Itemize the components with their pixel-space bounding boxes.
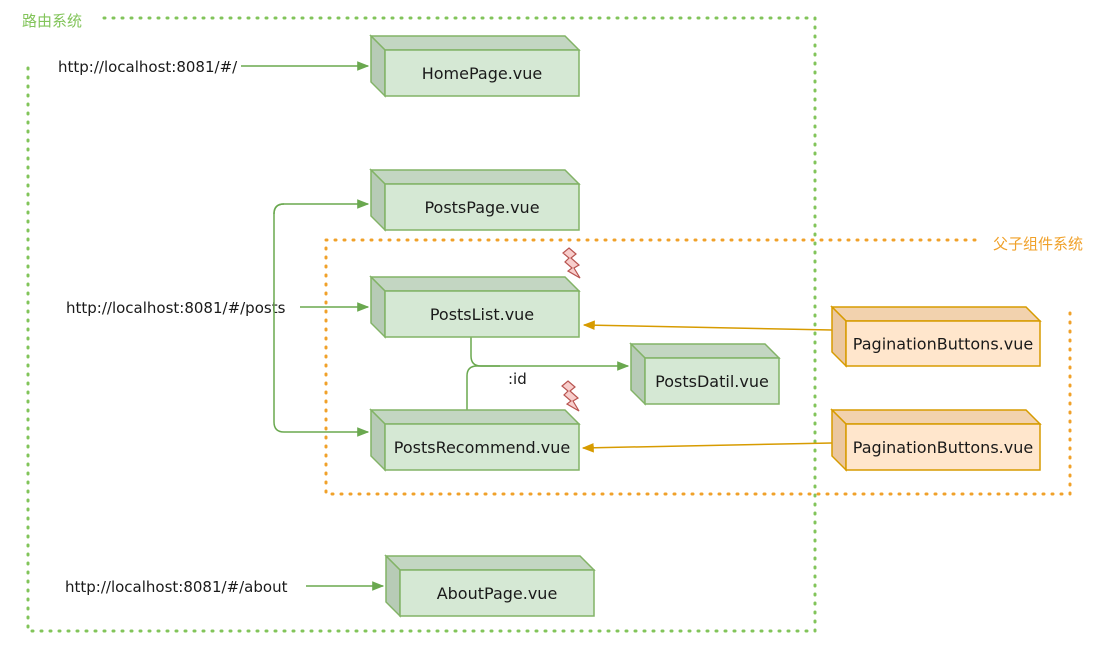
url-home-label: http://localhost:8081/#/ — [58, 58, 238, 76]
routing-region-label: 路由系统 — [22, 12, 82, 30]
box-front-face — [644, 357, 780, 405]
url-about-label: http://localhost:8081/#/about — [65, 578, 288, 596]
pagination-bottom-to-recommend-arrow — [581, 442, 833, 453]
postspage-node: PostsPage.vue — [369, 168, 581, 232]
postsrecommend-node: PostsRecommend.vue — [369, 408, 581, 472]
box-front-face — [845, 320, 1041, 367]
routing-connectors — [241, 61, 630, 591]
pagination-buttons-bottom-node: PaginationButtons.vue — [830, 408, 1042, 472]
pagination-top-to-postslist-arrow — [582, 320, 833, 331]
url-posts-label: http://localhost:8081/#/posts — [66, 299, 286, 317]
node-label: AboutPage.vue — [437, 584, 558, 603]
box-top-face — [830, 409, 1042, 425]
box-front-face — [384, 423, 580, 471]
routing-region: 路由系统 — [22, 12, 817, 633]
box-front-face — [384, 183, 580, 231]
id-param-label: :id — [508, 370, 527, 388]
parent-child-region: 父子组件系统 — [324, 235, 1083, 496]
aboutpage-node: AboutPage.vue — [384, 554, 596, 618]
lightning-icons — [561, 247, 581, 412]
lightning-icon — [561, 380, 580, 412]
box-front-face — [399, 569, 595, 617]
box-top-face — [629, 343, 781, 359]
box-front-face — [845, 423, 1041, 471]
postslist-to-detail-arrow — [470, 337, 630, 371]
box-top-face — [384, 555, 596, 571]
postsdetail-node: PostsDatil.vue — [629, 342, 781, 406]
box-top-face — [369, 276, 581, 292]
box-top-face — [369, 409, 581, 425]
posts-to-postspage-arrow — [273, 203, 370, 437]
recommend-to-detail-connector — [466, 365, 500, 410]
parent-child-region-label: 父子组件系统 — [993, 235, 1083, 253]
box-top-face — [369, 169, 581, 185]
component-boxes: HomePage.vuePostsPage.vuePostsList.vuePo… — [369, 34, 1042, 618]
node-label: PostsPage.vue — [424, 198, 539, 217]
homepage-node: HomePage.vue — [369, 34, 581, 98]
node-label: PostsDatil.vue — [655, 372, 769, 391]
node-label: PostsList.vue — [430, 305, 534, 324]
pagination-buttons-top-node: PaginationButtons.vue — [830, 305, 1042, 368]
node-label: PostsRecommend.vue — [394, 438, 571, 457]
node-label: PaginationButtons.vue — [853, 438, 1033, 457]
posts-to-postspage-top-arrow — [273, 199, 370, 215]
node-label: PaginationButtons.vue — [853, 335, 1033, 354]
postslist-node: PostsList.vue — [369, 275, 581, 339]
box-top-face — [830, 306, 1042, 322]
box-front-face — [384, 290, 580, 338]
box-top-face — [369, 35, 581, 51]
box-front-face — [384, 49, 580, 97]
lightning-icon — [562, 247, 581, 279]
node-label: HomePage.vue — [422, 64, 543, 83]
pagination-connectors — [581, 320, 833, 453]
